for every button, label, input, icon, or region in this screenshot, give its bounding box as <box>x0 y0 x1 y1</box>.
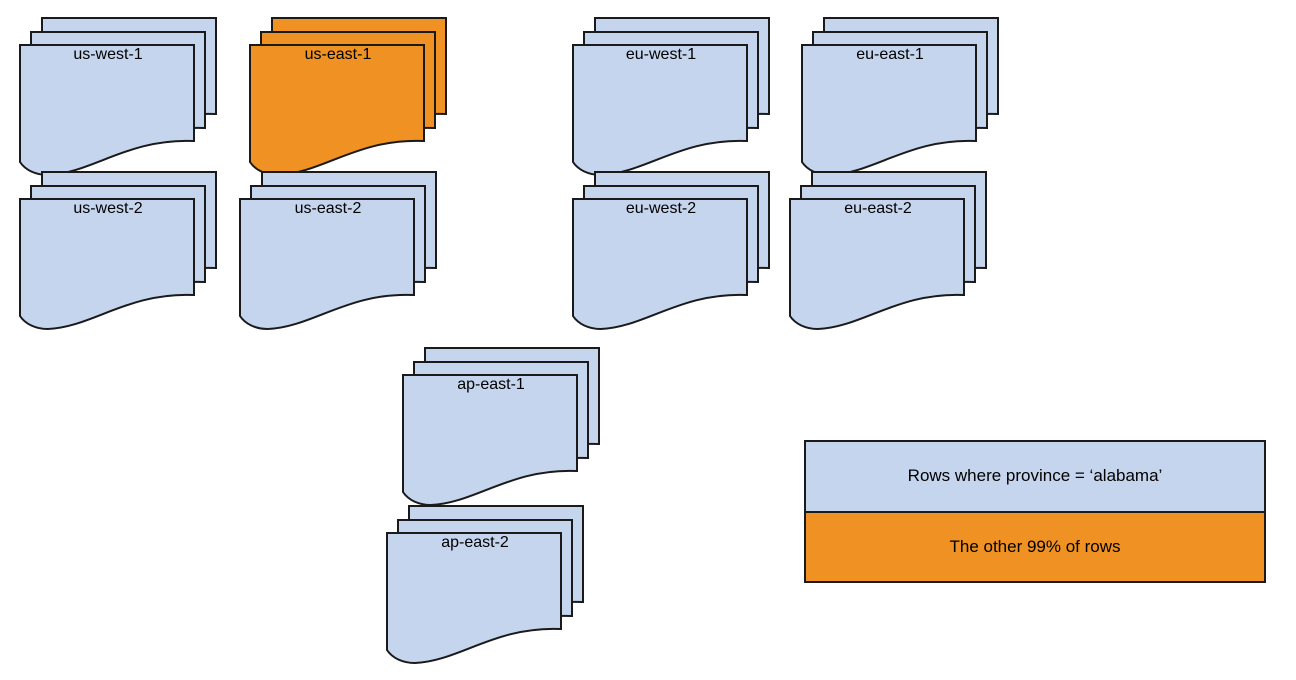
document-sheet-front <box>249 44 425 177</box>
document-stack-shape <box>239 171 437 331</box>
document-stack-us-west-2[interactable]: us-west-2 <box>19 171 218 331</box>
legend-label-orange: The other 99% of rows <box>949 536 1121 556</box>
document-stack-us-east-2[interactable]: us-east-2 <box>239 171 438 331</box>
document-stack-shape <box>572 17 770 177</box>
document-stack-us-west-1[interactable]: us-west-1 <box>19 17 218 177</box>
legend-row-blue: Rows where province = ‘alabama’ <box>806 442 1264 513</box>
document-sheet-front <box>239 198 415 331</box>
document-stack-shape <box>249 17 447 177</box>
document-sheet-front <box>572 198 748 331</box>
document-stack-shape <box>572 171 770 331</box>
document-stack-eu-west-2[interactable]: eu-west-2 <box>572 171 771 331</box>
document-sheet-front <box>386 532 562 665</box>
document-stack-shape <box>19 171 217 331</box>
document-stack-eu-east-1[interactable]: eu-east-1 <box>801 17 1000 177</box>
document-stack-ap-east-2[interactable]: ap-east-2 <box>386 505 585 665</box>
document-sheet-front <box>19 44 195 177</box>
document-stack-ap-east-1[interactable]: ap-east-1 <box>402 347 601 507</box>
document-stack-eu-east-2[interactable]: eu-east-2 <box>789 171 988 331</box>
document-sheet-front <box>402 374 578 507</box>
legend-row-orange: The other 99% of rows <box>806 512 1264 581</box>
document-stack-shape <box>402 347 600 507</box>
document-stack-shape <box>801 17 999 177</box>
document-stack-shape <box>789 171 987 331</box>
document-sheet-front <box>789 198 965 331</box>
document-stack-eu-west-1[interactable]: eu-west-1 <box>572 17 771 177</box>
document-stack-shape <box>386 505 584 665</box>
document-stack-shape <box>19 17 217 177</box>
legend-label-blue: Rows where province = ‘alabama’ <box>907 466 1163 486</box>
document-sheet-front <box>572 44 748 177</box>
document-stack-us-east-1[interactable]: us-east-1 <box>249 17 448 177</box>
legend: Rows where province = ‘alabama’ The othe… <box>804 440 1266 583</box>
document-sheet-front <box>19 198 195 331</box>
document-sheet-front <box>801 44 977 177</box>
